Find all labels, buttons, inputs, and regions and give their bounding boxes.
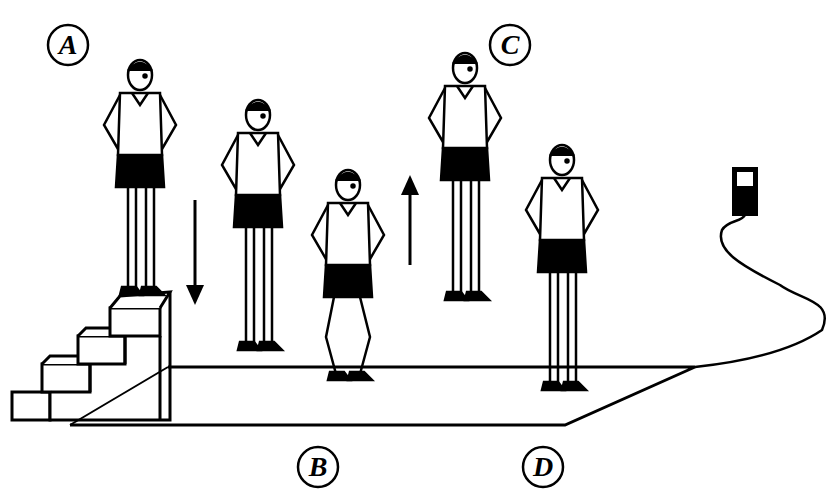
head (453, 53, 477, 83)
arm (104, 95, 120, 149)
leg (550, 272, 558, 384)
shoe (238, 342, 260, 350)
callout-circle: A (46, 23, 90, 67)
stair-step (110, 308, 160, 336)
motion-arrow (409, 188, 412, 265)
arm (222, 135, 238, 189)
collar (250, 133, 266, 145)
collar (340, 203, 356, 215)
hair (246, 103, 270, 111)
collar (457, 86, 473, 98)
force-plate-edge (70, 367, 168, 425)
collar (132, 93, 148, 105)
shirt (326, 203, 370, 265)
shorts (234, 195, 282, 227)
shorts (324, 265, 372, 297)
callout-circle: B (296, 445, 340, 489)
leg (128, 187, 136, 289)
leg (264, 227, 272, 344)
head (336, 170, 360, 200)
jumper-figure (104, 60, 176, 295)
shoe (328, 372, 350, 380)
recorder-device (733, 168, 757, 215)
shirt (118, 93, 162, 155)
jumper-figure (526, 145, 598, 390)
arm (160, 95, 176, 149)
shirt (236, 133, 280, 195)
motion-arrowhead (186, 285, 204, 305)
leg (360, 297, 370, 374)
arm (278, 135, 294, 189)
callout-circle: C (488, 23, 532, 67)
shorts (441, 148, 489, 180)
hair (336, 173, 360, 181)
leg (146, 187, 154, 289)
arm (526, 180, 542, 234)
shorts (538, 240, 586, 272)
shirt (540, 178, 584, 240)
hair (550, 148, 574, 156)
collar (554, 178, 570, 190)
head (246, 100, 270, 130)
leg (471, 180, 479, 294)
jumper-figure (312, 170, 384, 380)
shoe (258, 342, 282, 350)
arm (582, 180, 598, 234)
shorts (116, 155, 164, 187)
shoe (140, 287, 164, 295)
callout-letter: C (488, 31, 532, 59)
callout-letter: A (46, 31, 90, 59)
leg (453, 180, 461, 294)
shirt (443, 86, 487, 148)
shoe (120, 287, 142, 295)
shoe (542, 382, 564, 390)
arm (312, 205, 328, 259)
hair (453, 56, 477, 64)
figures (104, 53, 598, 390)
eye (352, 185, 355, 188)
arm (429, 88, 445, 142)
shoe (465, 292, 489, 300)
callout-letter: B (296, 453, 340, 481)
leg (568, 272, 576, 384)
motion-arrow (194, 200, 197, 292)
eye (262, 115, 265, 118)
arm (485, 88, 501, 142)
shoe (348, 372, 372, 380)
head (128, 60, 152, 90)
stair-step (12, 392, 50, 420)
eye (566, 160, 569, 163)
jumper-figure (429, 53, 501, 300)
stair-step (78, 336, 125, 364)
leg (246, 227, 254, 344)
cable (695, 215, 825, 367)
motion-arrowhead (401, 175, 419, 195)
leg (326, 297, 336, 374)
stair-step (42, 292, 170, 420)
callout-letter: D (521, 453, 565, 481)
shoe (562, 382, 586, 390)
eye (144, 75, 147, 78)
force-plate (70, 367, 695, 425)
jumper-figure (222, 100, 294, 350)
hair (128, 63, 152, 71)
eye (469, 68, 472, 71)
shoe (445, 292, 467, 300)
head (550, 145, 574, 175)
stairs (12, 292, 170, 420)
recorder-display (737, 172, 753, 186)
arm (368, 205, 384, 259)
callout-circle: D (521, 445, 565, 489)
